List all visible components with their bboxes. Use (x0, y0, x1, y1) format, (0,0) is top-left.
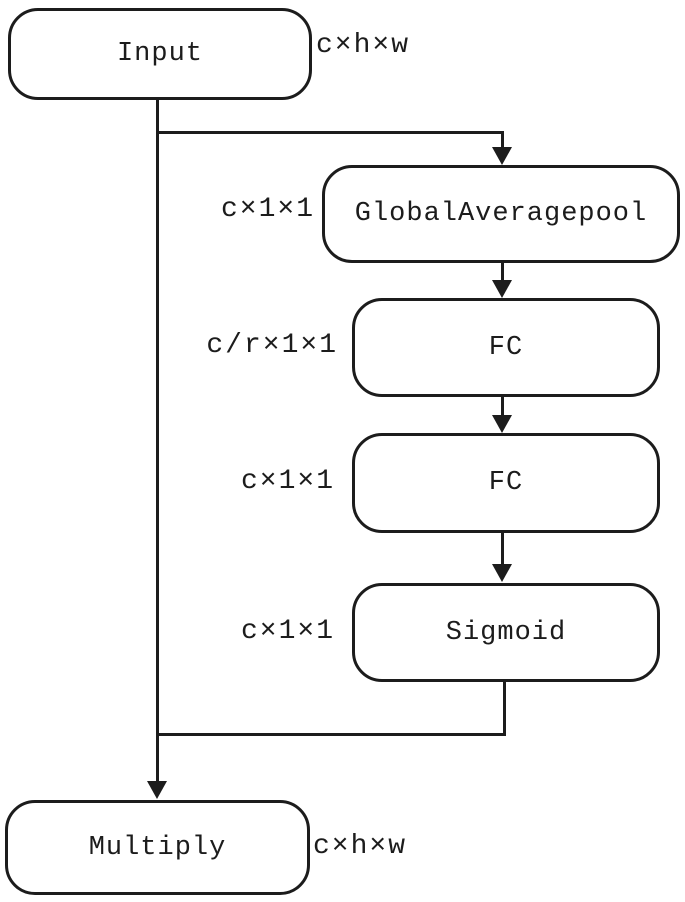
arrowhead-into-fc2-icon (492, 415, 512, 433)
connector-input-branch-vertical (501, 131, 504, 149)
node-sigmoid: Sigmoid (352, 583, 660, 682)
arrowhead-into-fc1-icon (492, 280, 512, 298)
connector-sigmoid-down (503, 682, 506, 736)
connector-gap-to-fc1 (501, 263, 504, 282)
node-multiply-label: Multiply (88, 832, 227, 863)
node-fc-1-label: FC (488, 332, 524, 363)
dim-label-fc-2: c×1×1 (240, 466, 335, 497)
dim-label-sigmoid: c×1×1 (240, 616, 335, 647)
node-globalaveragepool-label: GlobalAveragepool (354, 199, 648, 229)
node-globalaveragepool: GlobalAveragepool (322, 165, 680, 263)
node-multiply: Multiply (5, 800, 310, 895)
connector-fc2-to-sigmoid (501, 533, 504, 566)
node-fc-2-label: FC (488, 468, 524, 498)
node-fc-1: FC (352, 298, 660, 397)
dim-label-globalaveragepool: c×1×1 (220, 194, 315, 225)
node-input: Input (8, 8, 312, 100)
dim-label-fc-1: c/r×1×1 (206, 330, 338, 361)
arrowhead-into-sigmoid-icon (492, 564, 512, 582)
arrowhead-into-gap-icon (492, 147, 512, 165)
connector-sigmoid-branch-horizontal (156, 733, 506, 736)
node-fc-2: FC (352, 433, 660, 533)
arrowhead-into-multiply-icon (147, 781, 167, 799)
node-input-label: Input (116, 39, 203, 69)
dim-label-multiply: c×h×w (313, 831, 408, 862)
connector-fc1-to-fc2 (501, 397, 504, 417)
connector-input-branch-horizontal (156, 131, 504, 134)
connector-input-to-multiply (156, 100, 159, 781)
dim-label-input: c×h×w (316, 30, 411, 61)
node-sigmoid-label: Sigmoid (445, 617, 567, 648)
